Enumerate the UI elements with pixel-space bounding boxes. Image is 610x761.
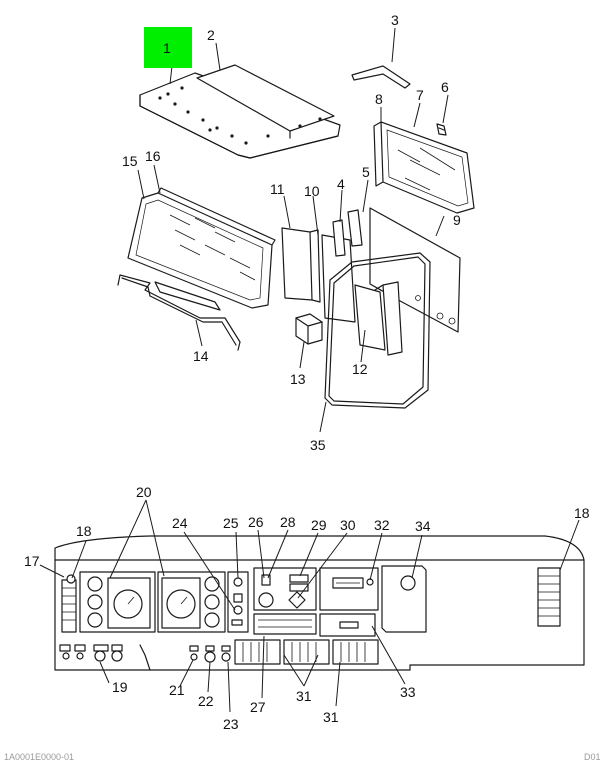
callout-14[interactable]: 14 bbox=[193, 348, 209, 364]
callout-2[interactable]: 2 bbox=[207, 27, 215, 43]
rear-window[interactable] bbox=[373, 121, 475, 214]
callout-18-right[interactable]: 18 bbox=[574, 505, 590, 521]
callout-35[interactable]: 35 bbox=[310, 437, 326, 453]
callouts: 1 2 3 4 5 6 7 8 9 10 11 12 13 14 15 16 1… bbox=[24, 12, 590, 732]
callout-8[interactable]: 8 bbox=[375, 91, 383, 107]
lower-vent-1[interactable] bbox=[234, 639, 281, 665]
footer-right-code: D01 bbox=[584, 752, 601, 761]
lower-pillar[interactable] bbox=[354, 281, 403, 356]
callout-3[interactable]: 3 bbox=[391, 12, 399, 28]
callout-31-center[interactable]: 31 bbox=[296, 688, 312, 704]
callout-25[interactable]: 25 bbox=[223, 515, 239, 531]
instrument-panel[interactable] bbox=[54, 535, 585, 671]
leader-lines bbox=[39, 27, 580, 713]
right-vent[interactable] bbox=[537, 567, 561, 627]
callout-16[interactable]: 16 bbox=[145, 148, 161, 164]
callout-34[interactable]: 34 bbox=[415, 518, 431, 534]
highlight-box bbox=[144, 27, 192, 68]
callout-21[interactable]: 21 bbox=[169, 682, 185, 698]
callout-17[interactable]: 17 bbox=[24, 553, 40, 569]
callout-9[interactable]: 9 bbox=[453, 212, 461, 228]
callout-26[interactable]: 26 bbox=[248, 514, 264, 530]
trim-strip[interactable] bbox=[351, 65, 411, 89]
grab-handle-bar[interactable] bbox=[117, 274, 241, 351]
mount-block[interactable] bbox=[295, 313, 323, 345]
roof-panel[interactable] bbox=[139, 64, 341, 159]
callout-29[interactable]: 29 bbox=[311, 517, 327, 533]
callout-15[interactable]: 15 bbox=[122, 153, 138, 169]
callout-11[interactable]: 11 bbox=[270, 181, 285, 197]
callout-10[interactable]: 10 bbox=[304, 183, 320, 199]
callout-20[interactable]: 20 bbox=[136, 484, 152, 500]
callout-5[interactable]: 5 bbox=[362, 164, 370, 180]
callout-24[interactable]: 24 bbox=[172, 515, 188, 531]
glove-box[interactable] bbox=[381, 565, 427, 633]
callout-28[interactable]: 28 bbox=[280, 514, 296, 530]
back-panel[interactable] bbox=[369, 207, 461, 333]
callout-30[interactable]: 30 bbox=[340, 517, 356, 533]
callout-31-lower[interactable]: 31 bbox=[323, 709, 339, 725]
callout-22[interactable]: 22 bbox=[198, 693, 214, 709]
callout-18-left[interactable]: 18 bbox=[76, 523, 92, 539]
callout-6[interactable]: 6 bbox=[441, 79, 449, 95]
callout-12[interactable]: 12 bbox=[352, 361, 368, 377]
callout-1[interactable]: 1 bbox=[163, 40, 171, 56]
callout-4[interactable]: 4 bbox=[337, 176, 345, 192]
windshield[interactable] bbox=[127, 187, 276, 309]
callout-7[interactable]: 7 bbox=[416, 87, 424, 103]
lower-vent-3[interactable] bbox=[332, 639, 379, 665]
callout-32[interactable]: 32 bbox=[374, 517, 390, 533]
callout-13[interactable]: 13 bbox=[290, 371, 306, 387]
footer-left-code: 1A0001E0000-01 bbox=[4, 752, 74, 761]
door-seal[interactable] bbox=[324, 252, 431, 409]
clip[interactable] bbox=[436, 123, 447, 136]
callout-19[interactable]: 19 bbox=[112, 679, 128, 695]
callout-23[interactable]: 23 bbox=[223, 716, 239, 732]
callout-33[interactable]: 33 bbox=[400, 684, 416, 700]
door-pillars[interactable] bbox=[281, 209, 363, 323]
callout-27[interactable]: 27 bbox=[250, 699, 266, 715]
lower-vent-2[interactable] bbox=[283, 639, 330, 665]
